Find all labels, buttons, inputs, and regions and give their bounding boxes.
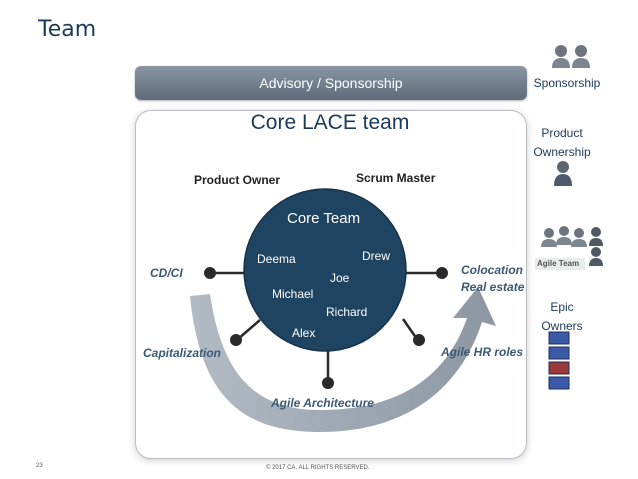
agile-team-group-icon [535,226,603,270]
spoke-dot-colocation [436,267,448,279]
colocation-label: Colocation [461,263,523,277]
epic-owners-label-line2: Owners [541,319,583,333]
epic-owners-label-line1: Epic [550,300,574,314]
product-ownership-label-line1: Product [541,126,583,140]
epic-owners-stack [548,331,570,390]
sponsorship-label: Sponsorship [533,76,601,90]
member-drew: Drew [362,249,391,263]
copyright-notice: © 2017 CA. ALL RIGHTS RESERVED. [266,465,370,471]
product-ownership-label-line2: Ownership [533,145,591,159]
member-michael: Michael [272,287,314,301]
agile-hr-roles-label: Agile HR roles [441,345,524,359]
advisory-sponsorship-bar: Advisory / Sponsorship [135,66,527,100]
advisory-bar-label: Advisory / Sponsorship [259,75,403,91]
spoke-dot-cdci [204,267,216,279]
spoke-dot-agile-hr [413,334,425,346]
core-team-title: Core Team [287,210,361,227]
member-joe: Joe [330,271,350,285]
slide-title: Team [38,17,97,42]
core-lace-team-title: Core LACE team [250,111,410,134]
spoke-dot-capitalization [230,334,242,346]
cd-ci-label: CD/CI [150,266,183,280]
member-alex: Alex [292,326,316,340]
product-owner-person-icon [554,161,572,186]
product-owner-label: Product Owner [194,173,281,187]
page-number: 23 [36,463,43,469]
member-richard: Richard [326,305,368,319]
member-deema: Deema [257,252,296,266]
agile-architecture-label: Agile Architecture [271,396,374,410]
spoke-dot-architecture [322,377,334,389]
core-team-circle [243,188,407,352]
scrum-master-label: Scrum Master [356,171,436,185]
agile-team-icon-label: Agile Team [537,259,580,268]
sponsorship-people-icon [552,45,590,68]
curved-arrow [190,287,496,432]
capitalization-label: Capitalization [143,346,222,360]
real-estate-label: Real estate [461,280,525,294]
